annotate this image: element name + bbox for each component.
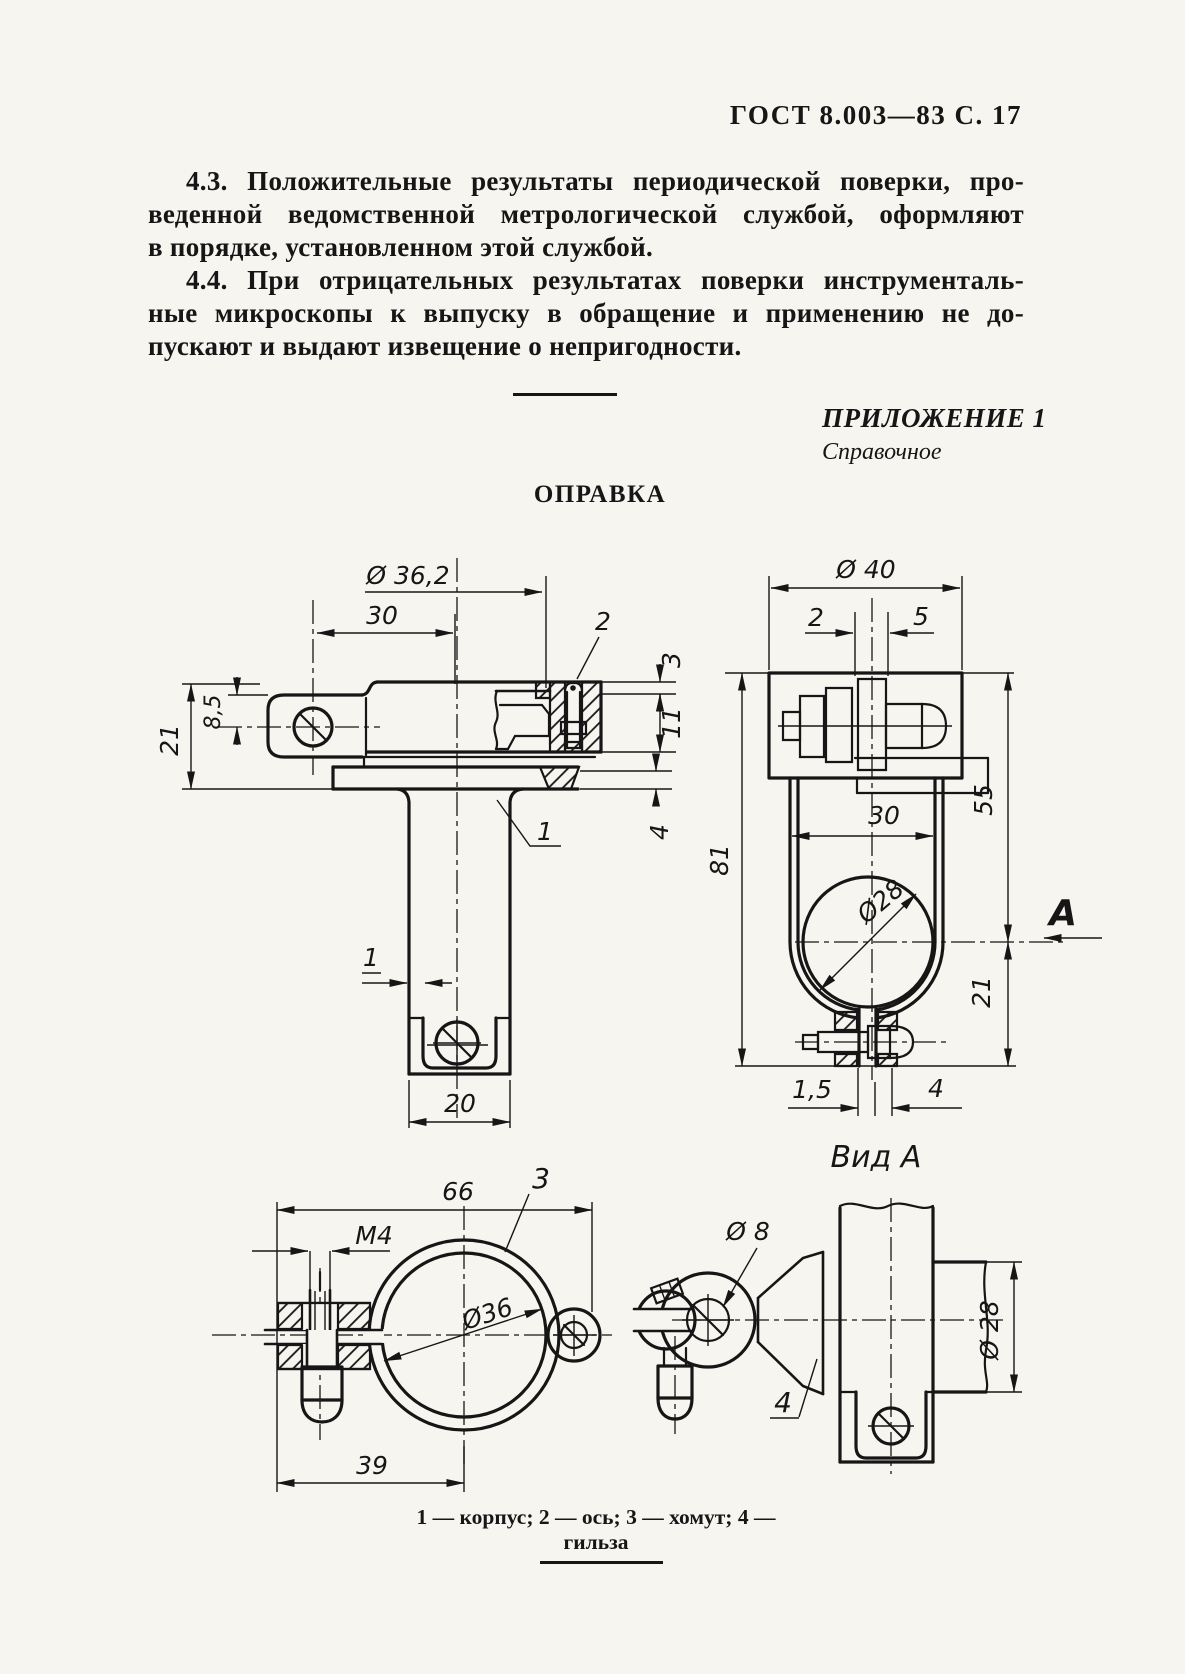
dim-label-dia-40: Ø 40 [835,555,895,584]
dim-label-3: 3 [657,652,686,668]
drawing-view-a-sleeve: Ø 8 4 Ø 28 [626,1198,1022,1474]
flange-block [767,671,990,795]
callout-part-3: 3 [532,1162,550,1195]
sleeve-dimensions: Ø 8 4 Ø 28 [722,1217,1022,1419]
paragraph-4-3: 4.3. Положительные результаты периодичес… [148,165,1024,264]
dim-label-30: 30 [366,601,398,630]
dim-label-11: 11 [657,707,686,739]
korpus-dimensions: Ø 36,2 30 2 3 11 4 21 [155,561,686,1128]
drawing-korpus-section: Ø 36,2 30 2 3 11 4 21 [155,558,686,1128]
text-line: пускают и выдают извещение о непригоднос… [148,331,742,361]
dim-label-30: 30 [868,801,900,830]
dim-label-20: 20 [444,1089,476,1118]
clamp-dimensions: 3 66 М4 Ø36 39 [252,1162,593,1492]
dim-label-8-5: 8,5 [201,695,226,730]
center-lines [795,598,1068,1080]
dim-label-39: 39 [356,1451,388,1480]
dim-label-m4: М4 [355,1221,392,1250]
bore-profile [493,689,552,751]
dim-label-4: 4 [645,824,674,840]
clamp-screw-assembly [276,1270,372,1424]
callout-axis-2: 2 [595,607,611,636]
figure-caption: 1 — корпус; 2 — ось; 3 — хомут; 4 — гиль… [416,1505,776,1554]
side-view-dimensions: Ø 40 2 5 81 55 21 30 Ø28 А [705,555,1102,1175]
text-line: веденной ведомственной метрологической с… [148,199,1024,229]
view-arrow-label: А [1046,893,1077,934]
dim-label-81: 81 [705,844,734,876]
end-divider [540,1561,663,1564]
center-lines [628,1198,1008,1474]
dim-label-dia-28: Ø 28 [975,1300,1004,1360]
page-header: ГОСТ 8.003—83 С. 17 [729,100,1022,130]
text-line: в порядке, установленном этой службой. [148,232,653,262]
view-a-title: Вид А [831,1140,922,1175]
section-divider [513,393,617,396]
callout-part-4: 4 [774,1386,792,1419]
clamp-front-view [788,776,945,1068]
appendix-label: ПРИЛОЖЕНИЕ 1 [822,403,1047,433]
dim-label-dia-8: Ø 8 [725,1217,770,1246]
dim-label-2: 2 [808,603,824,632]
dim-label-dia-36: Ø36 [457,1292,516,1336]
text-line: 4.4. При отрицательных результатах повер… [186,265,1024,295]
clamp-side-view [626,1271,757,1421]
dim-label-1-5: 1,5 [792,1075,832,1104]
appendix-sublabel: Справочное [822,439,942,465]
drawing-side-view: Ø 40 2 5 81 55 21 30 Ø28 А [705,555,1102,1175]
ring [263,1238,602,1432]
drawing-clamp-ring: 3 66 М4 Ø36 39 [212,1162,612,1492]
text-line: ные микроскопы к выпуску в обращение и п… [148,298,1024,328]
dim-label-5: 5 [913,602,929,631]
dim-label-66: 66 [442,1177,474,1206]
appendix-heading: ПРИЛОЖЕНИЕ 1 Справочное [822,403,1047,466]
dim-label-21: 21 [155,724,184,756]
korpus-outline [266,680,603,1076]
dim-label-dia-36-2: Ø 36,2 [365,561,449,590]
text-line: 4.3. Положительные результаты периодичес… [186,166,1024,196]
callout-part-1: 1 [537,817,553,846]
drawing-title: ОПРАВКА [533,481,667,508]
tube-and-cylinder [838,1202,989,1464]
axis-pin-part [559,681,588,750]
sleeve-cone [756,1250,825,1396]
dim-label-4: 4 [928,1074,944,1103]
paragraph-4-4: 4.4. При отрицательных результатах повер… [148,264,1024,363]
dim-label-wall-1: 1 [363,943,379,972]
dim-label-dia-28: Ø28 [851,874,910,930]
center-lines [212,1206,612,1464]
dim-label-21: 21 [967,976,996,1008]
dim-label-55: 55 [969,784,998,816]
